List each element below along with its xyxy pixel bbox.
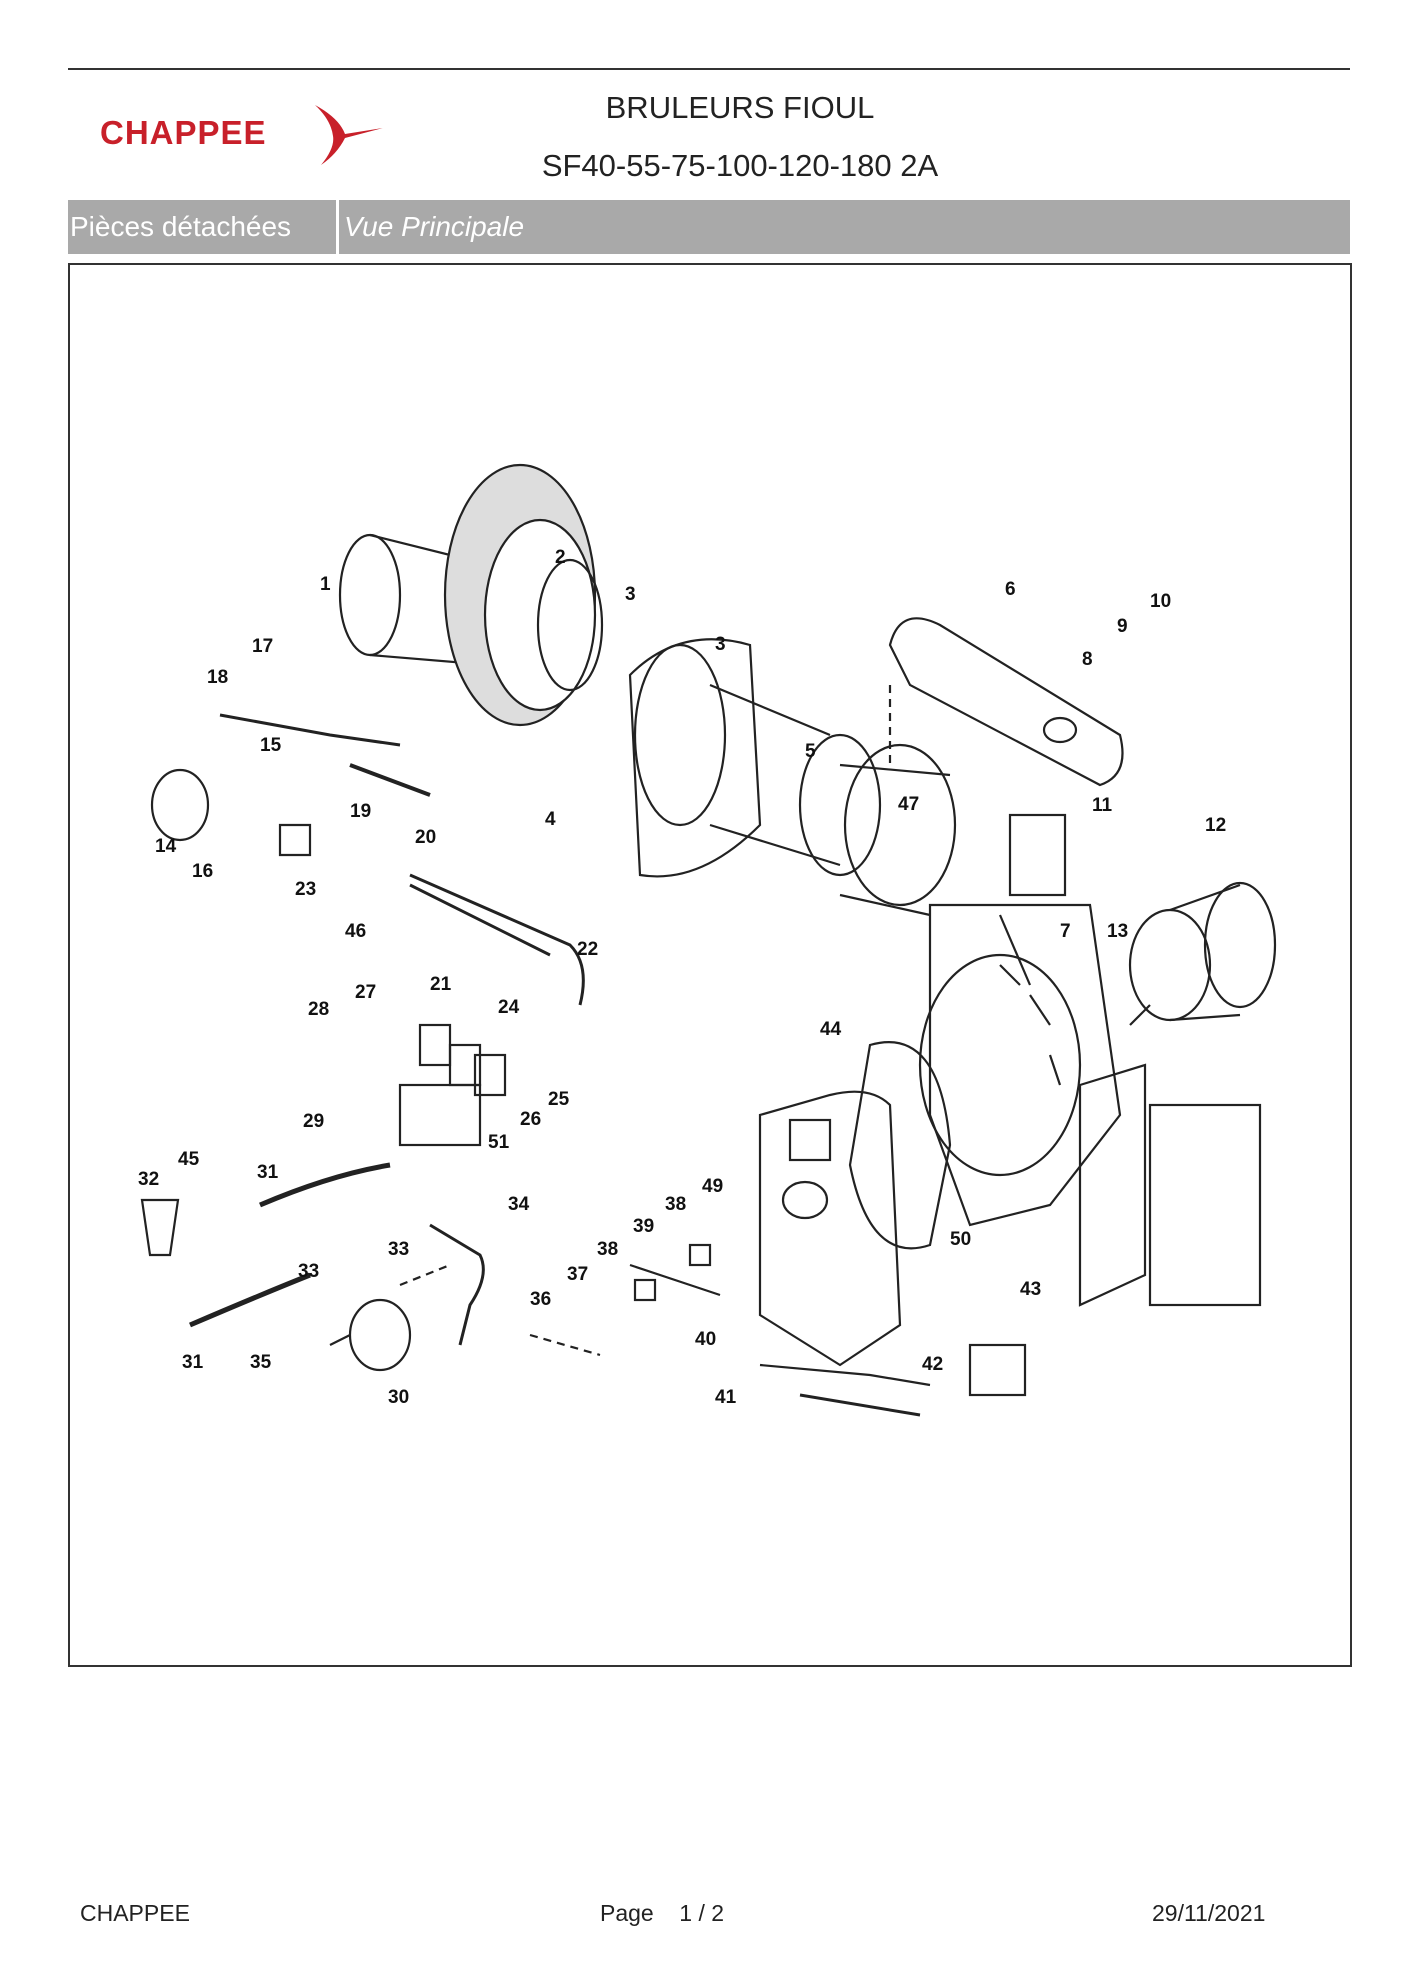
callout-9: 9 — [1117, 616, 1128, 637]
model-subtitle: SF40-55-75-100-120-180 2A — [541, 148, 939, 183]
callout-31b: 31 — [182, 1352, 204, 1373]
logo-text: CHAPPEE — [100, 114, 267, 151]
callout-31: 31 — [257, 1162, 279, 1183]
callout-49: 49 — [702, 1176, 723, 1197]
callout-2: 2 — [555, 547, 566, 568]
callout-7: 7 — [1060, 921, 1071, 942]
view-label: Vue Principale — [344, 211, 525, 242]
callout-47: 47 — [898, 794, 919, 815]
callout-5: 5 — [805, 741, 816, 762]
callout-8: 8 — [1082, 649, 1093, 670]
callout-33: 33 — [388, 1239, 409, 1260]
callout-10: 10 — [1150, 591, 1171, 612]
callout-50: 50 — [950, 1229, 971, 1250]
callout-18: 18 — [207, 667, 228, 688]
callout-6: 6 — [1005, 579, 1016, 600]
callout-25: 25 — [548, 1089, 570, 1110]
callout-44: 44 — [820, 1019, 842, 1040]
swoosh-icon — [315, 105, 383, 165]
callout-51: 51 — [488, 1132, 510, 1153]
callout-43: 43 — [1020, 1279, 1041, 1300]
callout-37: 37 — [567, 1264, 588, 1285]
callout-15: 15 — [260, 735, 282, 756]
callout-41: 41 — [715, 1387, 737, 1408]
section-divider — [336, 200, 339, 254]
section-label: Pièces détachées — [70, 211, 292, 242]
callout-23: 23 — [295, 879, 316, 900]
callout-40: 40 — [695, 1329, 716, 1350]
page-total: 2 — [711, 1900, 725, 1926]
callout-3b: 3 — [715, 634, 726, 655]
callout-13: 13 — [1107, 921, 1128, 942]
callout-38b: 38 — [665, 1194, 686, 1215]
callout-24: 24 — [498, 997, 520, 1018]
footer-date: 29/11/2021 — [1152, 1900, 1266, 1926]
callout-14: 14 — [155, 836, 177, 857]
part-callouts: 1 2 3 3 4 5 6 7 8 9 10 11 12 13 14 15 16… — [138, 547, 1226, 1408]
callout-29: 29 — [303, 1111, 324, 1132]
callout-46: 46 — [345, 921, 366, 942]
brand-logo: CHAPPEE — [100, 100, 383, 170]
callout-12: 12 — [1205, 815, 1226, 836]
callout-26: 26 — [520, 1109, 541, 1130]
callout-27: 27 — [355, 982, 376, 1003]
callout-19: 19 — [350, 801, 371, 822]
callout-45: 45 — [178, 1149, 200, 1170]
callout-11: 11 — [1092, 795, 1113, 816]
footer-pagination: Page 1 / 2 — [600, 1900, 724, 1927]
top-rule — [68, 68, 1350, 70]
callout-4: 4 — [545, 809, 556, 830]
callout-32: 32 — [138, 1169, 159, 1190]
exploded-view-diagram: 1 2 3 3 4 5 6 7 8 9 10 11 12 13 14 15 16… — [138, 463, 1277, 1417]
callout-39: 39 — [633, 1216, 654, 1237]
callout-36: 36 — [530, 1289, 551, 1310]
page-title: BRULEURS FIOUL — [605, 90, 875, 125]
callout-28: 28 — [308, 999, 329, 1020]
callout-1: 1 — [320, 574, 331, 595]
callout-30: 30 — [388, 1387, 409, 1408]
diagram-parts — [140, 463, 1277, 1417]
callout-35: 35 — [250, 1352, 272, 1373]
callout-3: 3 — [625, 584, 636, 605]
diagram-frame: 1 2 3 3 4 5 6 7 8 9 10 11 12 13 14 15 16… — [68, 263, 1352, 1667]
callout-34: 34 — [508, 1194, 530, 1215]
page-current: 1 — [679, 1900, 693, 1926]
page-separator: / — [698, 1900, 705, 1926]
page-label: Page — [600, 1900, 654, 1926]
callout-21: 21 — [430, 974, 452, 995]
callout-16: 16 — [192, 861, 213, 882]
callout-22: 22 — [577, 939, 598, 960]
callout-20: 20 — [415, 827, 436, 848]
callout-17: 17 — [252, 636, 273, 657]
section-bar: Pièces détachées Vue Principale — [68, 200, 1350, 254]
callout-38: 38 — [597, 1239, 618, 1260]
callout-33b: 33 — [298, 1261, 319, 1282]
footer-company: CHAPPEE — [80, 1900, 190, 1926]
callout-42: 42 — [922, 1354, 943, 1375]
